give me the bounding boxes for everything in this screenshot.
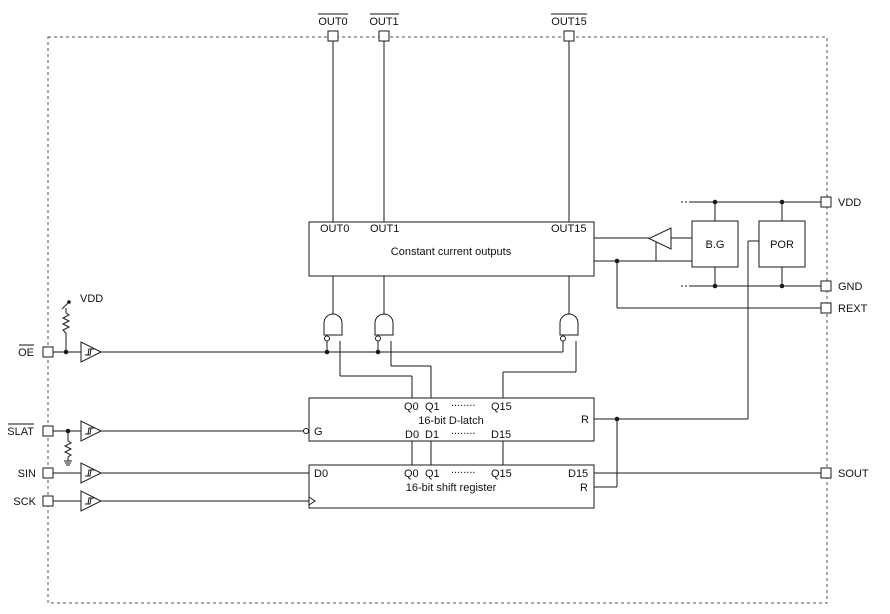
pin-gnd-label: GND	[838, 281, 863, 293]
pin-gnd: GND	[820, 280, 863, 293]
latch-title: 16-bit D-latch	[418, 415, 483, 427]
sck-schmitt-buffer	[80, 490, 103, 512]
pin-vdd-label: VDD	[838, 197, 861, 209]
clock-input-triangle	[308, 496, 316, 506]
latch-q0-label: Q0	[404, 401, 419, 413]
latch-d15-label: D15	[491, 429, 511, 441]
por-title: POR	[770, 239, 794, 251]
bandgap-block: B.G	[691, 220, 739, 268]
latch-d1-label: D1	[425, 429, 439, 441]
nand-gate-out1	[374, 313, 394, 342]
shift-d15-label: D15	[568, 468, 588, 480]
pin-vdd: VDD	[820, 196, 861, 209]
pin-out1: OUT1	[369, 13, 399, 42]
pin-sin: SIN	[18, 467, 54, 480]
shift-q1-label: Q1	[425, 468, 440, 480]
bandgap-title: B.G	[706, 239, 725, 251]
pin-rext-label: REXT	[838, 303, 868, 315]
shift-q15-label: Q15	[491, 468, 512, 480]
latch-r-label: R	[581, 414, 589, 426]
latch-q-ellipsis: ........	[451, 397, 475, 409]
shift-d0-label: D0	[314, 468, 328, 480]
pullup-vdd-node	[67, 300, 71, 304]
wires	[53, 41, 821, 502]
pin-sck-label: SCK	[13, 496, 36, 508]
slat-pulldown-resistor	[63, 440, 73, 458]
outputs-title: Constant current outputs	[391, 246, 512, 258]
oe-pullup-resistor	[61, 312, 71, 334]
slat-schmitt-buffer	[80, 420, 103, 442]
latch-q15-label: Q15	[491, 401, 512, 413]
constant-current-block: Constant current outputs OUT0 OUT1 OUT15	[308, 221, 595, 277]
error-amplifier	[647, 227, 672, 250]
por-block: POR	[758, 220, 806, 268]
pullup-vdd-label: VDD	[80, 293, 103, 305]
pin-out1-label: OUT1	[369, 16, 398, 28]
pin-oe-label: OE	[18, 347, 34, 359]
junction-dots	[63, 199, 785, 434]
nand-gate-out15	[559, 313, 579, 342]
shift-q0-label: Q0	[404, 468, 419, 480]
pin-sck: SCK	[13, 495, 54, 508]
outputs-out0-label: OUT0	[320, 223, 349, 235]
pin-slat: SLAT	[7, 423, 54, 438]
pin-out15: OUT15	[551, 13, 587, 42]
latch-g-inversion-bubble	[303, 428, 309, 434]
pin-slat-label: SLAT	[7, 426, 34, 438]
latch-g-label: G	[314, 426, 323, 438]
pin-out0-label: OUT0	[318, 16, 347, 28]
pin-out0: OUT0	[318, 13, 348, 42]
d-latch-block: 16-bit D-latch Q0 Q1 Q15 D0 D1 D15 G R .…	[303, 397, 595, 442]
outputs-out15-label: OUT15	[551, 223, 586, 235]
nand-gate-out0	[323, 313, 343, 342]
latch-q1-label: Q1	[425, 401, 440, 413]
latch-d0-label: D0	[405, 429, 419, 441]
shift-register-block: 16-bit shift register D0 Q0 Q1 Q15 D15 R…	[308, 464, 595, 509]
pin-sin-label: SIN	[18, 468, 36, 480]
latch-d-ellipsis: ........	[451, 425, 475, 437]
sin-schmitt-buffer	[80, 462, 103, 484]
pin-sout: SOUT	[820, 467, 869, 480]
shift-r-label: R	[580, 482, 588, 494]
oe-schmitt-buffer	[80, 341, 103, 363]
shift-title: 16-bit shift register	[406, 482, 497, 494]
pin-rext: REXT	[820, 302, 868, 315]
pin-out15-label: OUT15	[551, 16, 586, 28]
outputs-out1-label: OUT1	[370, 223, 399, 235]
pin-sout-label: SOUT	[838, 468, 869, 480]
shift-q-ellipsis: ........	[451, 464, 475, 476]
chip-boundary	[47, 36, 828, 604]
pin-oe: OE	[18, 344, 54, 359]
